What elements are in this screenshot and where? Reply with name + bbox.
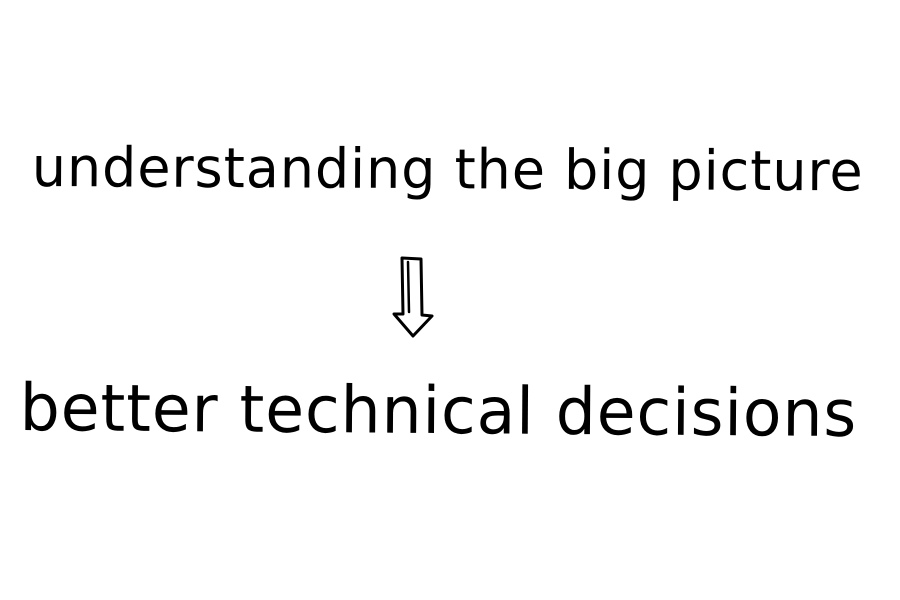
cause-text: understanding the big picture <box>31 135 864 204</box>
effect-text: better technical decisions <box>19 371 858 453</box>
down-arrow-icon <box>392 256 434 338</box>
